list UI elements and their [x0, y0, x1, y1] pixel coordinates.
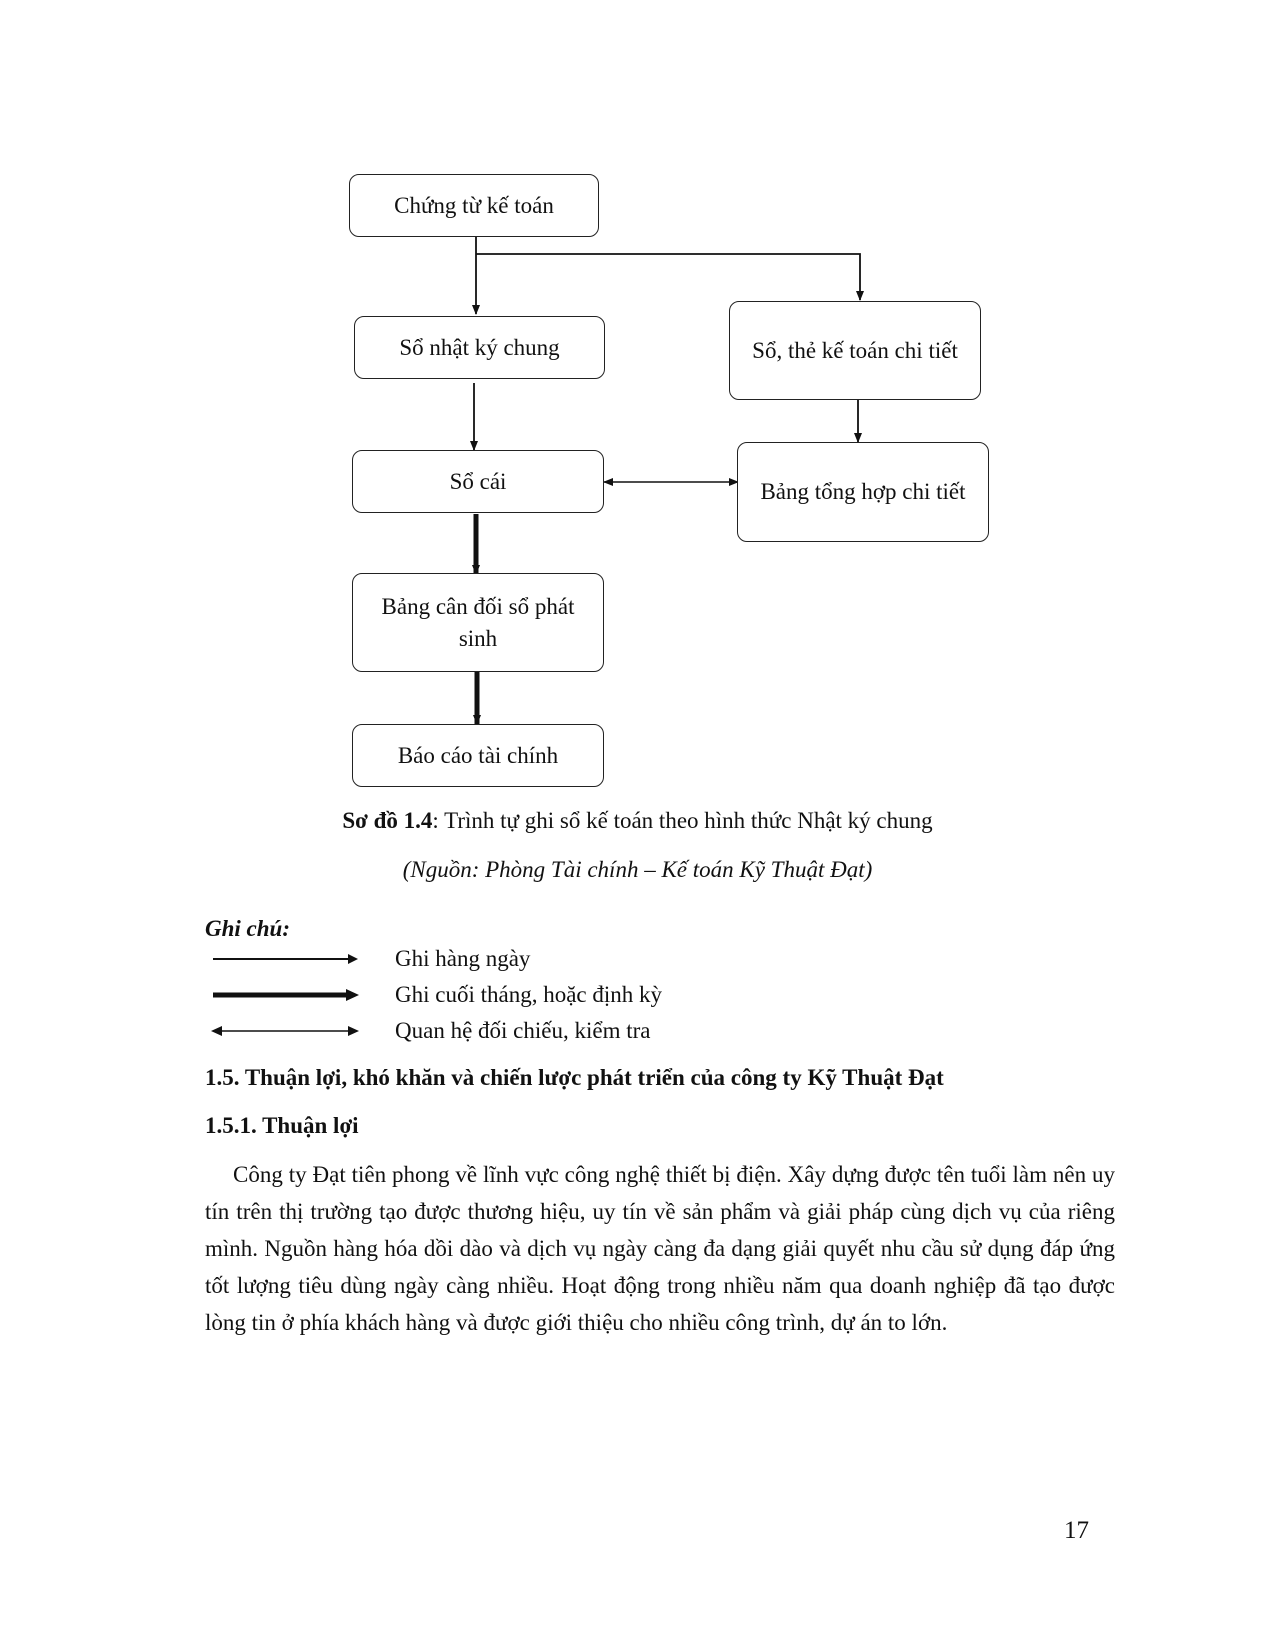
diagram-connectors	[470, 237, 864, 725]
box-bang-can-doi-so-phat-sinh: Bảng cân đối sổ phát sinh	[352, 573, 604, 672]
section-heading: 1.5. Thuận lợi, khó khăn và chiến lược p…	[205, 1065, 944, 1090]
arrow-chungtu-to-chitiet	[476, 253, 864, 301]
thin-arrow-icon	[213, 954, 358, 964]
thick-arrow-icon	[213, 989, 359, 1001]
diagram-source: (Nguồn: Phòng Tài chính – Kế toán Kỹ Thu…	[402, 857, 873, 882]
legend-daily-label: Ghi hàng ngày	[395, 946, 531, 971]
legend-periodic-label: Ghi cuối tháng, hoặc định kỳ	[395, 982, 663, 1007]
caption-text: : Trình tự ghi sổ kế toán theo hình thức…	[432, 808, 933, 833]
double-arrow-icon	[211, 1026, 359, 1036]
legend-compare: Quan hệ đối chiếu, kiểm tra	[205, 1016, 1005, 1046]
accounting-flow-diagram: Chứng từ kế toán Sổ nhật ký chung Sổ, th…	[0, 0, 1275, 800]
page-number: 17	[1064, 1517, 1089, 1544]
box-bao-cao-tai-chinh: Báo cáo tài chính	[352, 724, 604, 787]
diagram-caption: Sơ đồ 1.4: Trình tự ghi sổ kế toán theo …	[0, 808, 1275, 834]
box-so-cai: Sổ cái	[352, 450, 604, 513]
box-chung-tu-ke-toan: Chứng từ kế toán	[349, 174, 599, 237]
legend-periodic: Ghi cuối tháng, hoặc định kỳ	[205, 980, 1005, 1010]
legend-compare-label: Quan hệ đối chiếu, kiểm tra	[395, 1018, 651, 1043]
legend-daily: Ghi hàng ngày	[205, 944, 1005, 974]
box-bang-tong-hop-chi-tiet: Bảng tổng hợp chi tiết	[737, 442, 989, 542]
box-so-the-ke-toan-chi-tiet: Sổ, thẻ kế toán chi tiết	[729, 301, 981, 400]
subsection-heading: 1.5.1. Thuận lợi	[205, 1113, 359, 1138]
legend-title: Ghi chú:	[205, 916, 290, 941]
caption-label: Sơ đồ 1.4	[342, 808, 433, 833]
body-paragraph: Công ty Đạt tiên phong về lĩnh vực công …	[205, 1162, 1115, 1335]
box-so-nhat-ky-chung: Sổ nhật ký chung	[354, 316, 605, 379]
